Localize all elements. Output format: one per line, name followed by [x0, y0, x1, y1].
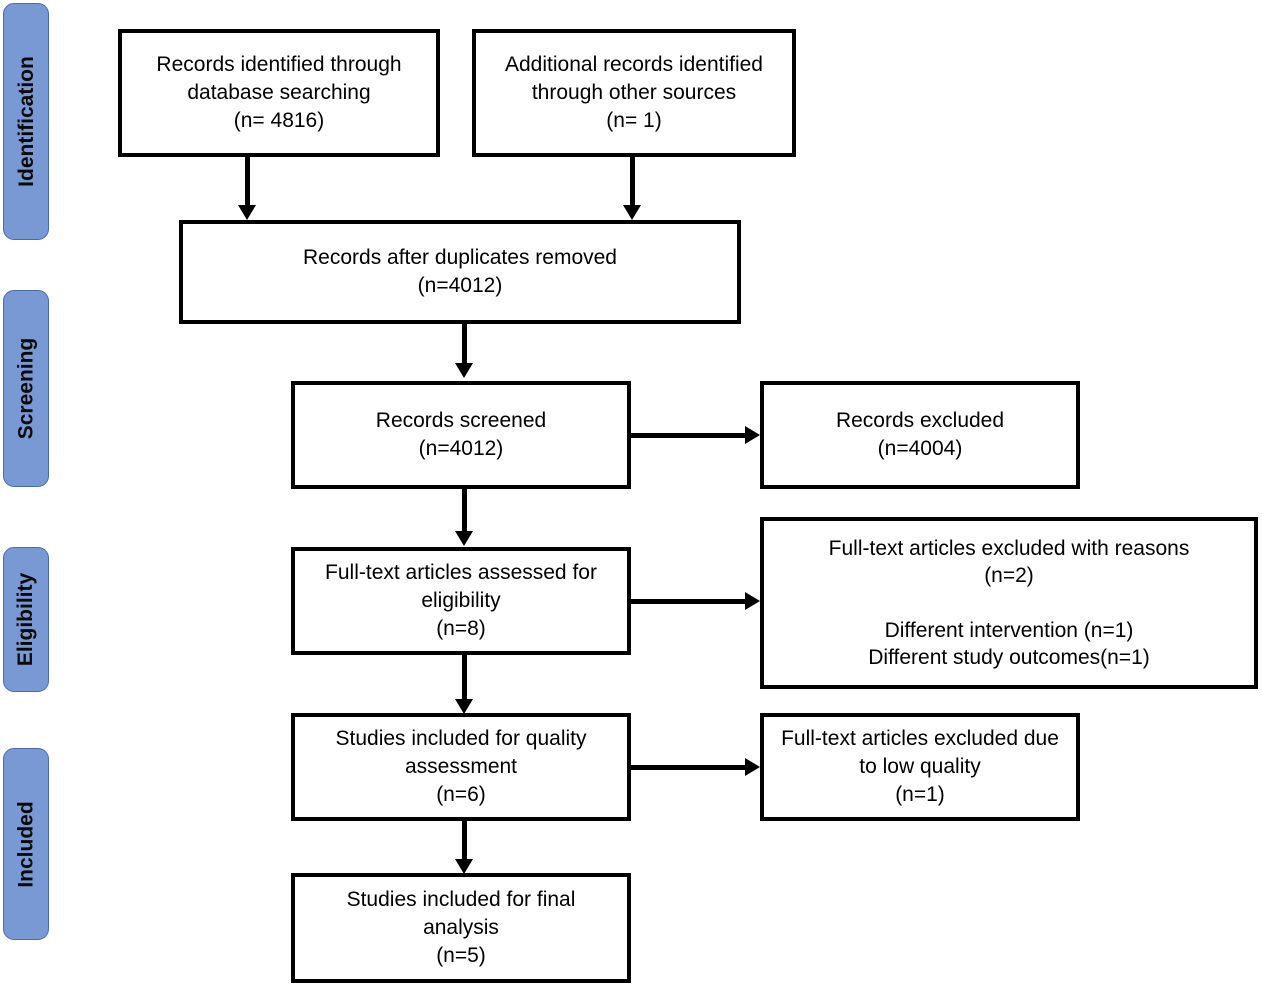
arrowhead-screened-to-fulltext: [455, 531, 473, 546]
connector-screened-to-excluded: [631, 433, 749, 438]
box-additional-records-other-sources: Additional records identified through ot…: [472, 29, 796, 157]
box-studies-included-quality-assessment-text: Studies included for quality assessment …: [335, 727, 587, 806]
box-records-screened: Records screened (n=4012): [291, 381, 631, 489]
arrowhead-database-to-duplicates: [238, 205, 256, 220]
connector-screened-to-fulltext: [462, 489, 467, 535]
box-fulltext-excluded-with-reasons-text: Full-text articles excluded with reasons…: [828, 536, 1190, 669]
stage-tab-identification-label: Identification: [14, 56, 38, 187]
stage-tab-included-label: Included: [14, 800, 38, 888]
box-records-identified-database-text: Records identified through database sear…: [156, 53, 402, 132]
box-records-excluded-text: Records excluded (n=4004): [835, 409, 1005, 460]
box-fulltext-excluded-with-reasons: Full-text articles excluded with reasons…: [760, 517, 1258, 689]
arrowhead-fulltext-to-excluded-reasons: [745, 592, 760, 610]
stage-tab-included: Included: [3, 748, 49, 940]
arrowhead-other-sources-to-duplicates: [623, 205, 641, 220]
box-additional-records-other-sources-text: Additional records identified through ot…: [505, 53, 763, 132]
box-studies-included-final-analysis: Studies included for final analysis (n=5…: [291, 873, 631, 983]
arrowhead-quality-to-low-quality-excluded: [745, 758, 760, 776]
arrowhead-fulltext-to-quality: [455, 699, 473, 714]
arrowhead-quality-to-final-analysis: [455, 859, 473, 874]
connector-quality-to-final-analysis: [462, 821, 467, 863]
box-fulltext-excluded-low-quality: Full-text articles excluded due to low q…: [760, 713, 1080, 821]
connector-quality-to-low-quality-excluded: [631, 765, 749, 770]
box-records-after-duplicates-removed: Records after duplicates removed (n=4012…: [179, 220, 741, 324]
box-records-identified-database: Records identified through database sear…: [118, 29, 440, 157]
connector-fulltext-to-quality: [462, 655, 467, 703]
arrowhead-duplicates-to-screened: [455, 363, 473, 378]
stage-tab-screening: Screening: [3, 290, 49, 487]
box-fulltext-excluded-low-quality-text: Full-text articles excluded due to low q…: [781, 727, 1059, 806]
connector-duplicates-to-screened: [462, 324, 467, 367]
stage-tab-eligibility-label: Eligibility: [14, 572, 38, 667]
box-fulltext-assessed-eligibility-text: Full-text articles assessed for eligibil…: [325, 561, 597, 640]
connector-other-sources-to-duplicates: [630, 157, 635, 210]
box-fulltext-assessed-eligibility: Full-text articles assessed for eligibil…: [291, 547, 631, 655]
stage-tab-identification: Identification: [3, 3, 49, 240]
arrowhead-screened-to-excluded: [745, 426, 760, 444]
connector-fulltext-to-excluded-reasons: [631, 599, 749, 604]
box-records-after-duplicates-removed-text: Records after duplicates removed (n=4012…: [303, 246, 617, 297]
stage-tab-eligibility: Eligibility: [3, 547, 49, 692]
box-studies-included-quality-assessment: Studies included for quality assessment …: [291, 713, 631, 821]
box-records-excluded: Records excluded (n=4004): [760, 381, 1080, 489]
box-studies-included-final-analysis-text: Studies included for final analysis (n=5…: [346, 888, 576, 967]
connector-database-to-duplicates: [245, 157, 250, 210]
box-records-screened-text: Records screened (n=4012): [375, 409, 547, 460]
stage-tab-screening-label: Screening: [14, 337, 38, 440]
